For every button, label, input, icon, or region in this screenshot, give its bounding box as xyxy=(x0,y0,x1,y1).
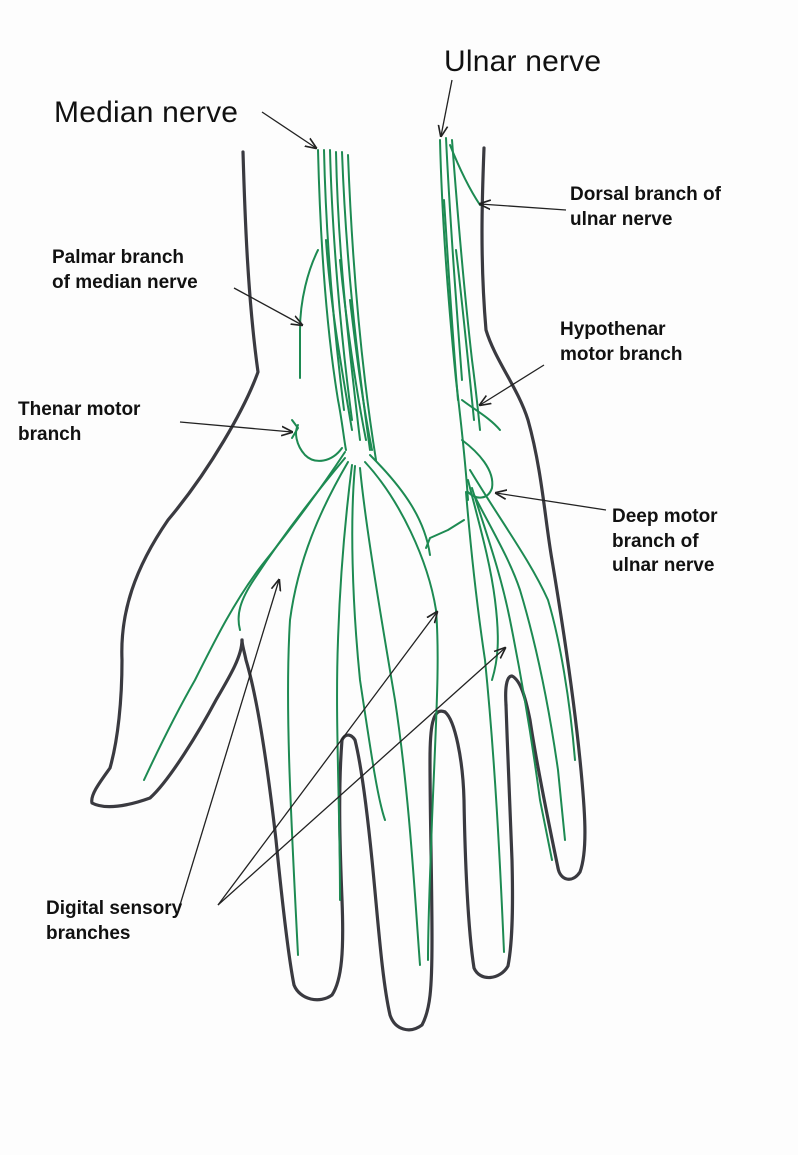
thenar-motor-branch xyxy=(296,425,342,461)
median-digital-branches xyxy=(144,452,438,965)
thenar-motor-twig xyxy=(292,420,298,438)
thenar-label: Thenar motor branch xyxy=(18,398,140,447)
dorsal-branch-label-line2: ulnar nerve xyxy=(570,208,721,233)
pointer-thenar xyxy=(180,422,292,432)
hypothenar-label-line1: Hypothenar xyxy=(560,318,682,343)
pointer-ulnar-nerve xyxy=(441,80,452,136)
pointer-median-nerve xyxy=(262,112,316,148)
thenar-label-line1: Thenar motor xyxy=(18,398,140,423)
ulnar-twig xyxy=(426,520,464,548)
deep-motor-label-line1: Deep motor xyxy=(612,505,718,530)
deep-motor-label-line2: branch of xyxy=(612,530,718,555)
ulnar-nerve-trunk xyxy=(440,138,480,500)
digital-sensory-label-line1: Digital sensory xyxy=(46,897,182,922)
pointer-dorsal-branch xyxy=(480,204,566,210)
dorsal-branch-label: Dorsal branch of ulnar nerve xyxy=(570,183,721,232)
thenar-label-line2: branch xyxy=(18,423,140,448)
ulnar-digital-branches xyxy=(466,470,575,952)
palmar-branch-label: Palmar branch of median nerve xyxy=(52,246,198,295)
pointer-digital-2 xyxy=(218,612,437,905)
pointer-hypothenar xyxy=(480,365,544,405)
median-nerve-label: Median nerve xyxy=(54,93,238,132)
digital-sensory-label: Digital sensory branches xyxy=(46,897,182,946)
ulnar-nerve-label: Ulnar nerve xyxy=(444,42,601,81)
palmar-branch-label-line1: Palmar branch xyxy=(52,246,198,271)
hypothenar-label: Hypothenar motor branch xyxy=(560,318,682,367)
dorsal-branch-label-line1: Dorsal branch of xyxy=(570,183,721,208)
deep-motor-label: Deep motor branch of ulnar nerve xyxy=(612,505,718,579)
palmar-branch-median-nerve xyxy=(300,250,318,378)
deep-motor-label-line3: ulnar nerve xyxy=(612,554,718,579)
pointer-palmar-branch xyxy=(234,288,302,325)
little-finger-outline xyxy=(506,676,558,868)
palmar-branch-label-line2: of median nerve xyxy=(52,271,198,296)
hypothenar-label-line2: motor branch xyxy=(560,343,682,368)
median-nerve-trunk xyxy=(318,150,376,460)
digital-sensory-label-line2: branches xyxy=(46,922,182,947)
pointer-deep-motor xyxy=(496,493,606,510)
